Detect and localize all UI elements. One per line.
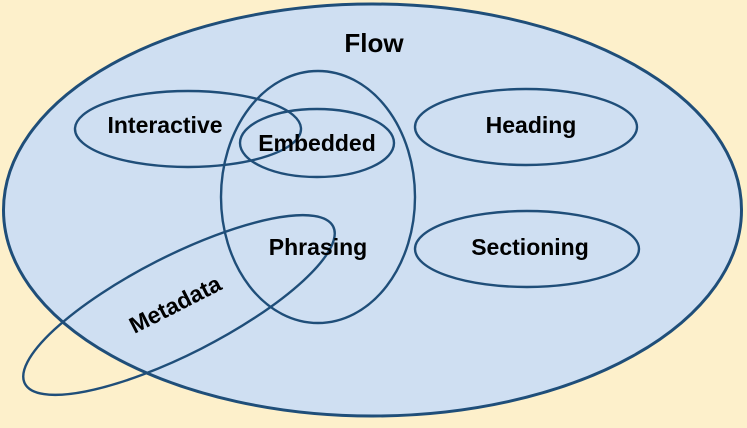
set-ellipse-heading[interactable]	[413, 87, 639, 167]
set-ellipse-interactive[interactable]	[73, 89, 303, 169]
set-label-flow: Flow	[344, 28, 404, 58]
set-label-group: FlowInteractivePhrasingEmbeddedMetadataH…	[107, 28, 588, 339]
set-ellipse-sectioning[interactable]	[413, 209, 641, 289]
set-label-interactive: Interactive	[107, 112, 222, 138]
set-label-sectioning: Sectioning	[471, 234, 589, 260]
outline-set-group	[3, 69, 641, 427]
set-ellipse-phrasing[interactable]	[219, 69, 417, 325]
filled-set-group	[2, 2, 743, 418]
set-label-phrasing: Phrasing	[269, 234, 367, 260]
set-ellipse-metadata[interactable]	[3, 183, 356, 427]
set-ellipse-embedded[interactable]	[238, 107, 396, 179]
set-label-heading: Heading	[486, 112, 577, 138]
set-label-embedded: Embedded	[258, 130, 376, 156]
set-ellipse-flow[interactable]	[2, 2, 743, 418]
